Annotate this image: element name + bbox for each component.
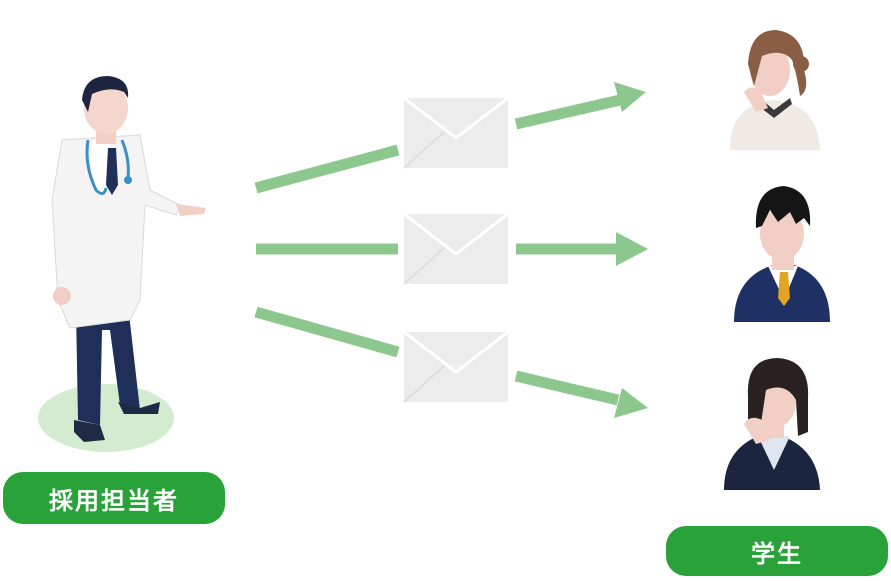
student-avatar [730,30,820,150]
recruiter-label-text: 採用担当者 [49,486,179,515]
recruiter-figure [38,76,206,452]
arrow-tail-top [254,144,400,194]
ground-shadow [38,384,174,452]
arrow-shaft-bottom [514,370,620,406]
arrow-icon [614,82,646,112]
envelope-icon [403,96,509,169]
recruiter-label: 採用担当者 [3,472,225,524]
arrow-heads [514,82,648,418]
arrow-icon [616,232,648,266]
student-avatar [734,186,830,322]
students-label-text: 学生 [751,539,803,568]
envelope-icon [403,212,509,285]
students-label: 学生 [666,526,888,576]
arrow-icon [614,388,648,418]
arrow-tail-bottom [254,306,400,358]
student-avatar [724,358,820,490]
arrow-shaft-top [514,94,622,130]
arrow-tails [254,144,400,358]
envelope-icon [403,330,509,403]
